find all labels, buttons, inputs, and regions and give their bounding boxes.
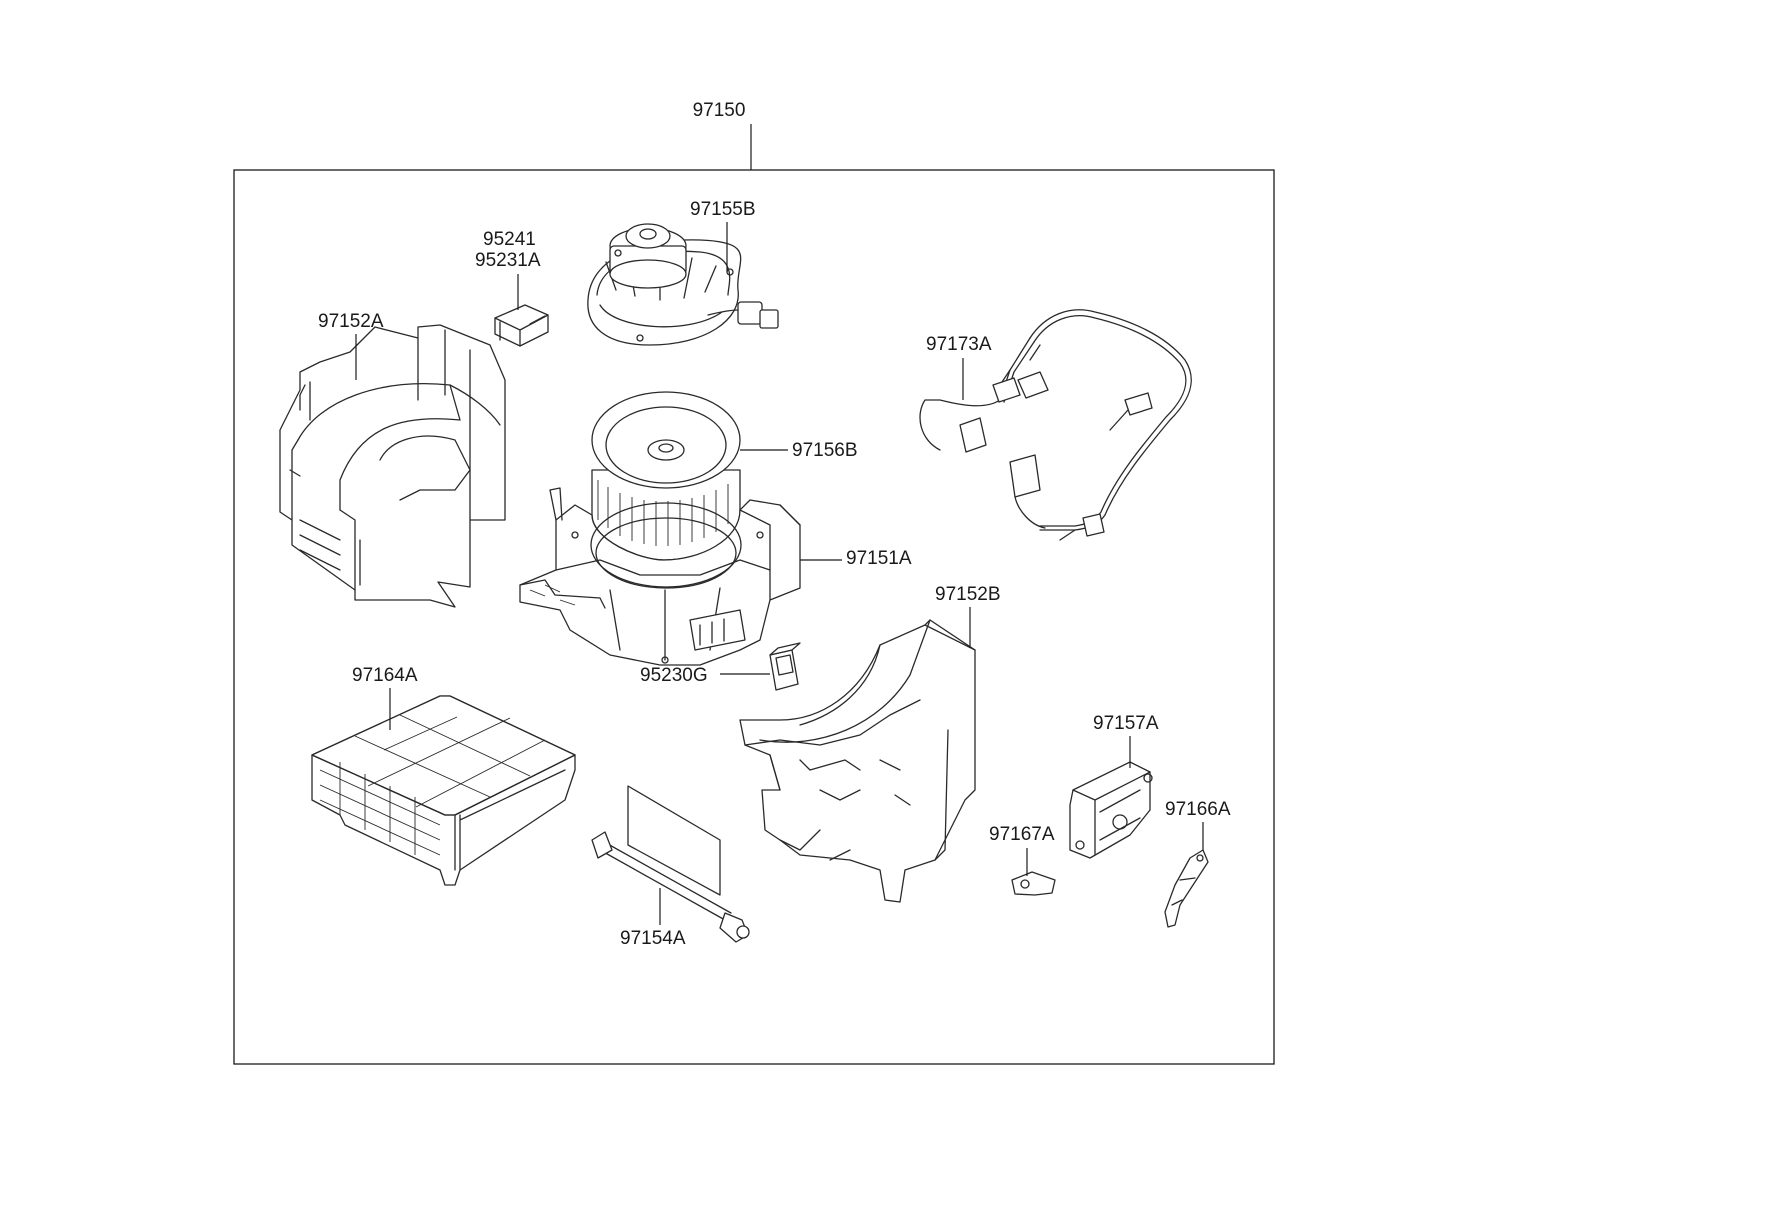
door-shaft[interactable] <box>591 785 750 943</box>
lever-link[interactable] <box>1164 849 1209 928</box>
case-right[interactable] <box>739 619 976 903</box>
lever-small-label[interactable]: 97167A <box>989 824 1055 845</box>
actuator[interactable] <box>1069 761 1153 859</box>
fan-label[interactable]: 97156B <box>792 440 858 461</box>
actuator-label[interactable]: 97157A <box>1093 713 1159 734</box>
fan[interactable] <box>591 391 741 561</box>
case-left-label[interactable]: 97152A <box>318 311 384 332</box>
assembly-label[interactable]: 97150 <box>693 100 746 121</box>
lever-link-label[interactable]: 97166A <box>1165 799 1231 820</box>
resistor-label-line1[interactable]: 95241 <box>483 229 536 250</box>
lever-small[interactable] <box>1011 871 1056 896</box>
blower-case-label[interactable]: 97151A <box>846 548 912 569</box>
relay[interactable] <box>769 642 801 691</box>
case-left[interactable] <box>279 324 506 608</box>
door-shaft-label[interactable]: 97154A <box>620 928 686 949</box>
air-filter[interactable] <box>311 695 576 886</box>
relay-label[interactable]: 95230G <box>640 665 708 686</box>
resistor-label-line2[interactable]: 95231A <box>475 250 541 271</box>
wiring-harness-label[interactable]: 97173A <box>926 334 992 355</box>
wiring-harness[interactable] <box>919 309 1192 541</box>
blower-motor[interactable] <box>587 223 779 346</box>
resistor[interactable] <box>494 304 549 347</box>
air-filter-label[interactable]: 97164A <box>352 665 418 686</box>
blower-motor-label[interactable]: 97155B <box>690 199 756 220</box>
assembly-frame <box>233 169 1275 1065</box>
blower-case[interactable] <box>519 487 801 666</box>
case-right-label[interactable]: 97152B <box>935 584 1001 605</box>
